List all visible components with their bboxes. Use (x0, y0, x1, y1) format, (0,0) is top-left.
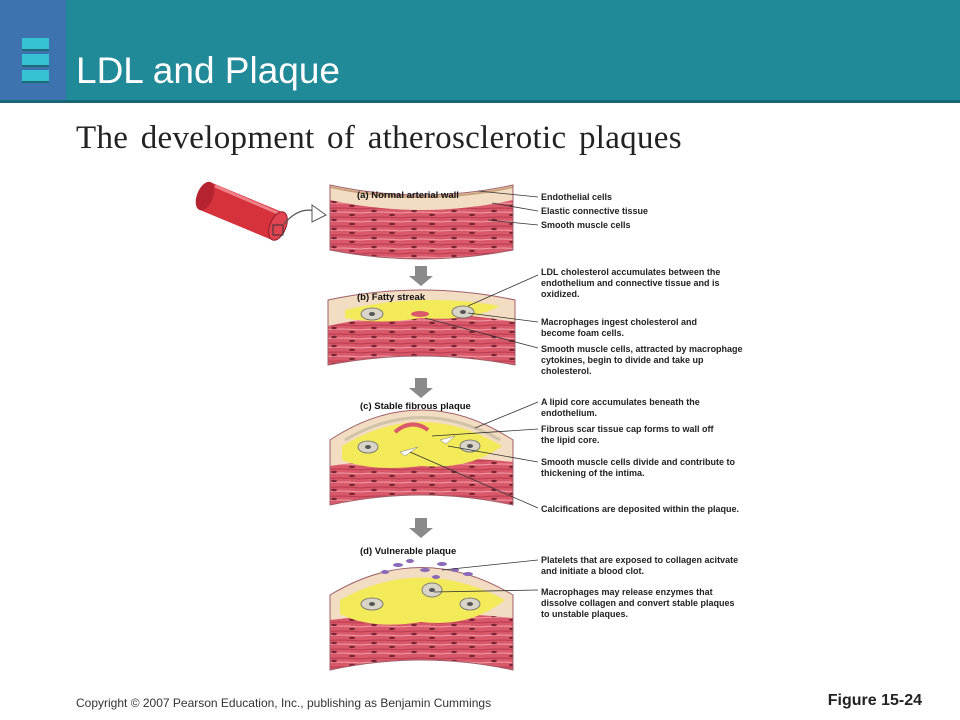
annotation-line: endothelium and connective tissue and is (541, 278, 720, 288)
title-bar (0, 0, 960, 100)
annotation-line: A lipid core accumulates beneath the (541, 397, 700, 407)
copyright-text: Copyright © 2007 Pearson Education, Inc.… (76, 696, 492, 710)
logo-bar-icon (22, 38, 49, 51)
annotation-label: Smooth muscle cells (541, 220, 631, 230)
annotation-label: Endothelial cells (541, 192, 612, 202)
annotation-line: Smooth muscle cells, attracted by macrop… (541, 344, 743, 354)
artery-tube-illustration (195, 181, 327, 241)
atherosclerosis-figure: (a) Normal arterial wall (b) Fatty strea… (195, 181, 743, 671)
annotation-line: Platelets that are exposed to collagen a… (541, 555, 738, 565)
panel-normal-arterial-wall: (a) Normal arterial wall (329, 184, 514, 260)
slide-subtitle: The development of atherosclerotic plaqu… (76, 120, 682, 156)
logo-block (0, 0, 66, 100)
stage-label-d: (d) Vulnerable plaque (360, 546, 456, 557)
annotation-line: Elastic connective tissue (541, 206, 648, 216)
annotation-label: Fibrous scar tissue cap forms to wall of… (541, 424, 715, 445)
panel-stable-fibrous-plaque: (c) Stable fibrous plaque (329, 401, 514, 506)
annotation-line: endothelium. (541, 408, 597, 418)
down-arrow-icon (409, 518, 433, 538)
stage-label-a: (a) Normal arterial wall (357, 190, 459, 201)
annotation-line: Endothelial cells (541, 192, 612, 202)
annotation-line: Calcifications are deposited within the … (541, 504, 739, 514)
annotation-line: and initiate a blood clot. (541, 566, 644, 576)
annotation-label: Smooth muscle cells divide and contribut… (541, 457, 736, 478)
logo-bar-icon (22, 54, 49, 67)
title-bar-shadow (0, 100, 960, 103)
annotation-label: Calcifications are deposited within the … (541, 504, 739, 514)
stage-label-b: (b) Fatty streak (357, 292, 426, 303)
annotation-line: cytokines, begin to divide and take up (541, 355, 704, 365)
annotation-line: become foam cells. (541, 328, 624, 338)
annotation-label: Smooth muscle cells, attracted by macrop… (541, 344, 743, 376)
annotation-line: the lipid core. (541, 435, 600, 445)
figure-reference: Figure 15-24 (827, 692, 922, 709)
annotation-line: cholesterol. (541, 366, 592, 376)
step-arrows (409, 266, 433, 538)
annotation-line: Smooth muscle cells divide and contribut… (541, 457, 736, 467)
annotation-line: Fibrous scar tissue cap forms to wall of… (541, 424, 715, 434)
logo-bar-icon (22, 70, 49, 83)
down-arrow-icon (409, 378, 433, 398)
stage-label-c: (c) Stable fibrous plaque (360, 401, 471, 412)
annotation-line: Macrophages ingest cholesterol and (541, 317, 697, 327)
leader-lines (409, 190, 539, 593)
panel-fatty-streak: (b) Fatty streak (327, 289, 516, 366)
annotation-line: to unstable plaques. (541, 609, 628, 619)
slide-title: LDL and Plaque (76, 50, 341, 91)
annotation-label: Elastic connective tissue (541, 206, 648, 216)
panel-vulnerable-plaque: (d) Vulnerable plaque (329, 546, 514, 671)
annotation-line: oxidized. (541, 289, 580, 299)
annotation-line: Macrophages may release enzymes that (541, 587, 713, 597)
annotation-line: Smooth muscle cells (541, 220, 631, 230)
annotation-line: LDL cholesterol accumulates between the (541, 267, 720, 277)
down-arrow-icon (409, 266, 433, 286)
annotation-label: Platelets that are exposed to collagen a… (541, 555, 738, 576)
annotation-line: thickening of the intima. (541, 468, 645, 478)
annotation-line: dissolve collagen and convert stable pla… (541, 598, 735, 608)
platelets (381, 559, 473, 579)
